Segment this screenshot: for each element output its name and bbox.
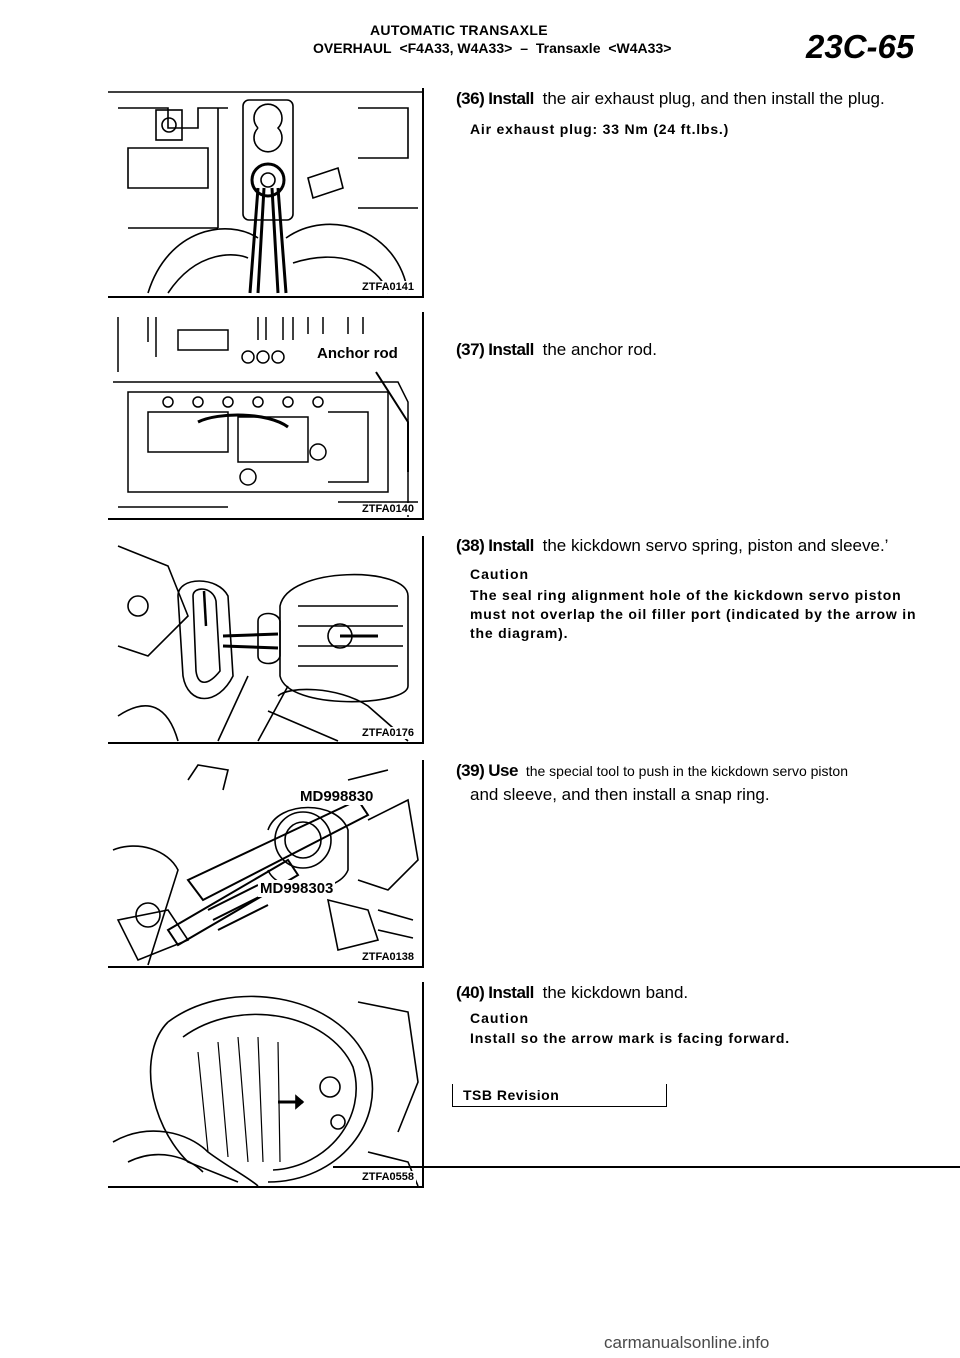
step-37: (37)Install the anchor rod. xyxy=(456,340,657,360)
step-text: the air exhaust plug, and then install t… xyxy=(542,89,885,108)
step-38: (38)Install the kickdown servo spring, p… xyxy=(456,536,888,556)
anchor-rod-callout: Anchor rod xyxy=(315,345,400,362)
step-text: the kickdown servo spring, piston and sl… xyxy=(542,536,889,555)
dash: – xyxy=(520,40,528,56)
step-38-caution: The seal ring alignment hole of the kick… xyxy=(470,587,917,641)
step-40: (40)Install the kickdown band. xyxy=(456,983,688,1003)
figure-special-tool: MD998830 MD998303 ZTFA0138 xyxy=(108,760,424,968)
model-list: <F4A33, W4A33> xyxy=(399,40,513,56)
step-verb: Install xyxy=(488,340,534,359)
figure-code: ZTFA0138 xyxy=(360,951,416,963)
step-text: the anchor rod. xyxy=(542,340,657,359)
kickdown-band-illustration xyxy=(112,995,419,1186)
overhaul-label: OVERHAUL xyxy=(313,40,392,56)
step-text: the special tool to push in the kickdown… xyxy=(525,763,848,779)
md998830-callout: MD998830 xyxy=(298,788,376,805)
step-38-caution-title: Caution xyxy=(470,566,530,582)
step-39: (39)Use the special tool to push in the … xyxy=(456,761,848,781)
step-verb: Install xyxy=(488,89,534,108)
step-36: (36)Install the air exhaust plug, and th… xyxy=(456,89,885,109)
figure-code: ZTFA0176 xyxy=(360,727,416,739)
watermark: carmanualsonline.info xyxy=(604,1333,770,1352)
anchor-rod-illustration xyxy=(113,317,418,517)
figure-code: ZTFA0558 xyxy=(360,1171,416,1183)
step-verb: Install xyxy=(488,983,534,1002)
model-code: <W4A33> xyxy=(608,40,672,56)
step-text: the kickdown band. xyxy=(542,983,689,1002)
step-number: (38) xyxy=(456,536,485,555)
step-number: (37) xyxy=(456,340,485,359)
section-title: AUTOMATIC TRANSAXLE xyxy=(370,22,548,38)
transaxle-label: Transaxle xyxy=(535,40,601,56)
page-number: 23C-65 xyxy=(806,28,915,65)
step-verb: Use xyxy=(488,761,518,780)
step-number: (36) xyxy=(456,89,485,108)
kickdown-servo-illustration xyxy=(117,545,409,742)
figure-exhaust-plug: ZTFA0141 xyxy=(108,88,424,298)
figure-kickdown-band: ZTFA0558 xyxy=(108,982,424,1188)
tsb-revision-box: TSB Revision xyxy=(452,1084,667,1107)
step-number: (39) xyxy=(456,761,485,780)
exhaust-plug-illustration xyxy=(108,91,422,294)
step-40-caution-title: Caution xyxy=(470,1010,530,1026)
figure-kickdown-servo: ZTFA0176 xyxy=(108,536,424,744)
step-36-spec: Air exhaust plug: 33 Nm (24 ft.lbs.) xyxy=(470,121,730,137)
page-subtitle: OVERHAUL <F4A33, W4A33> – Transaxle <W4A… xyxy=(313,40,675,56)
footer-rule xyxy=(333,1166,960,1168)
step-40-caution: Install so the arrow mark is facing forw… xyxy=(470,1030,790,1046)
step-verb: Install xyxy=(488,536,534,555)
figure-code: ZTFA0140 xyxy=(360,503,416,515)
figure-anchor-rod: Anchor rod ZTFA0140 xyxy=(108,312,424,520)
md998303-callout: MD998303 xyxy=(258,880,336,897)
tsb-revision-label: TSB Revision xyxy=(463,1087,560,1103)
step-number: (40) xyxy=(456,983,485,1002)
step-39-continued: and sleeve, and then install a snap ring… xyxy=(470,785,770,804)
figure-code: ZTFA0141 xyxy=(360,281,416,293)
